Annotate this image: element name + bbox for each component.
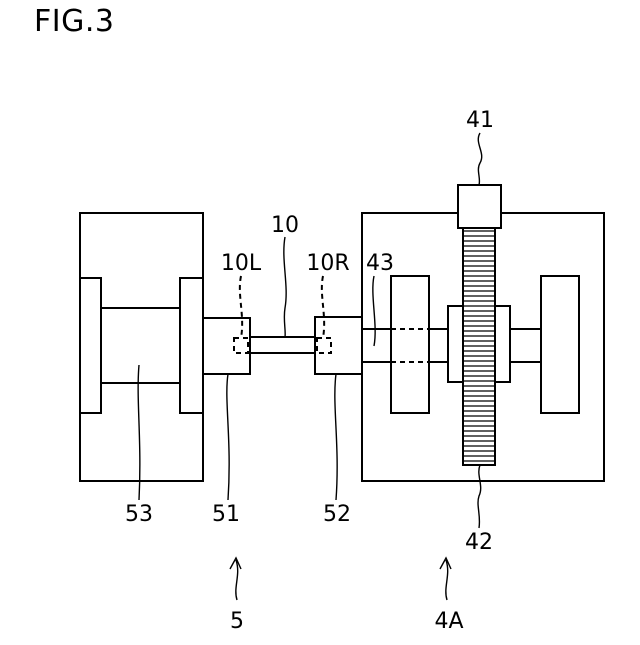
label-53: 53	[125, 502, 153, 527]
label-10L: 10L	[221, 251, 262, 276]
coupling-52	[315, 317, 362, 374]
label-10R: 10R	[306, 251, 349, 276]
coupling-51	[203, 318, 250, 374]
label-41: 41	[466, 108, 494, 133]
label-42: 42	[465, 530, 493, 555]
label-43: 43	[366, 251, 394, 276]
reference-arrows	[230, 558, 451, 600]
figure-title: FIG.3	[34, 4, 114, 39]
label-4A: 4A	[434, 609, 463, 634]
shaft-10	[250, 337, 315, 353]
rack-42	[463, 226, 495, 465]
label-10: 10	[271, 213, 299, 238]
cap-41	[458, 185, 501, 228]
left-housing-53	[80, 213, 203, 481]
label-5: 5	[230, 609, 244, 634]
label-51: 51	[212, 502, 240, 527]
label-52: 52	[323, 502, 351, 527]
